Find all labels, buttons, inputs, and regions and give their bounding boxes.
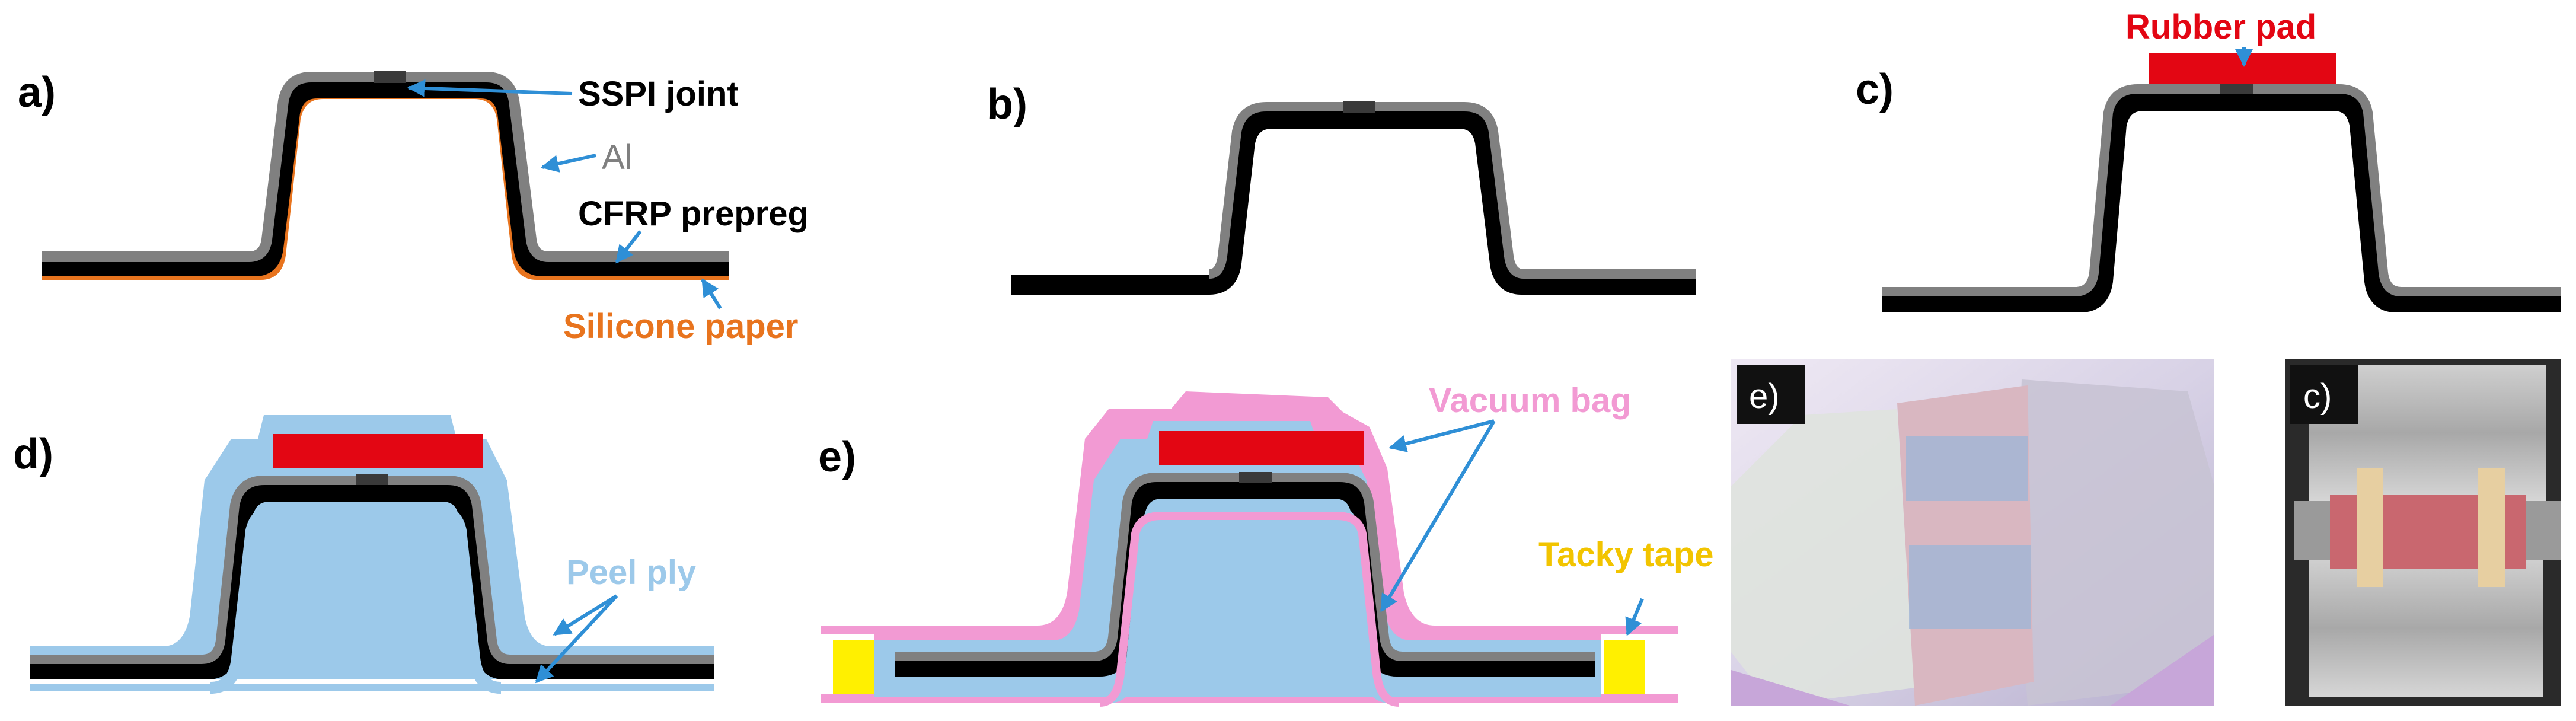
leader-peel-ply-2 [535, 594, 618, 684]
aluminium-layer [1209, 102, 1696, 279]
rubber-pad [273, 434, 483, 468]
leader-vacuum-1 [1388, 419, 1495, 452]
label-tacky-tape: Tacky tape [1538, 535, 1714, 574]
sspi-joint-mark [356, 474, 388, 485]
label-cfrp-prepreg: CFRP prepreg [578, 194, 809, 233]
peel-ply-inner-face [210, 504, 502, 694]
cfrp-layer [30, 483, 714, 679]
leader-silicone [701, 278, 722, 310]
photo-c: c) [2285, 359, 2561, 706]
panel-d-label: d) [13, 430, 53, 478]
leader-peel-ply-1 [553, 594, 618, 636]
panel-b-label: b) [987, 81, 1027, 128]
panel-b: b) [987, 81, 1696, 295]
leader-cfrp [615, 230, 642, 264]
tacky-tape-left [833, 640, 874, 694]
leader-sspi [407, 79, 573, 97]
panel-d: d) Peel ply [13, 415, 714, 694]
label-peel-ply: Peel ply [566, 553, 696, 592]
label-al: Al [602, 138, 633, 177]
inner-peel-ply [1108, 502, 1391, 703]
rubber-pad [1159, 431, 1364, 465]
photo-e: e) [1731, 359, 2214, 706]
panel-e-label: e) [818, 433, 856, 481]
sspi-joint-mark [1343, 101, 1375, 113]
peel-ply-layer [30, 415, 714, 679]
cfrp-layer [1882, 91, 2561, 312]
leader-tacky [1625, 598, 1644, 636]
peel-ply-layer [874, 421, 1601, 697]
blue-band-1 [1906, 436, 2028, 501]
inner-vacuum-bag [1099, 512, 1400, 707]
panel-a-label: a) [18, 69, 56, 116]
photo-c-tag [2290, 365, 2358, 424]
panel-e: e) Vacuum bag Tacky tape [818, 381, 1714, 707]
label-vacuum-bag: Vacuum bag [1429, 381, 1632, 420]
tacky-tape-right [1604, 640, 1645, 694]
sspi-joint-mark [1239, 472, 1272, 483]
sspi-joint-mark [374, 71, 406, 83]
blue-band-2 [1909, 545, 2031, 629]
aluminium-layer [1882, 84, 2561, 296]
leader-al [541, 154, 596, 173]
panel-c: c) Rubber pad [1856, 8, 2561, 312]
photo-e-label: e) [1749, 377, 1780, 416]
panel-c-label: c) [1856, 66, 1894, 113]
cfrp-layer [1011, 109, 1696, 295]
photo-c-label: c) [2303, 377, 2332, 416]
photo-e-tag [1737, 365, 1805, 424]
label-rubber-pad: Rubber pad [2125, 8, 2316, 46]
leader-vacuum-2 [1380, 420, 1496, 612]
cfrp-layer [42, 79, 729, 276]
panel-a: a) SSPI joint Al CFRP prepreg Silicone p… [18, 69, 809, 346]
label-sspi-joint: SSPI joint [578, 75, 739, 113]
sspi-joint-mark [2220, 84, 2253, 94]
label-silicone-paper: Silicone paper [563, 307, 798, 346]
